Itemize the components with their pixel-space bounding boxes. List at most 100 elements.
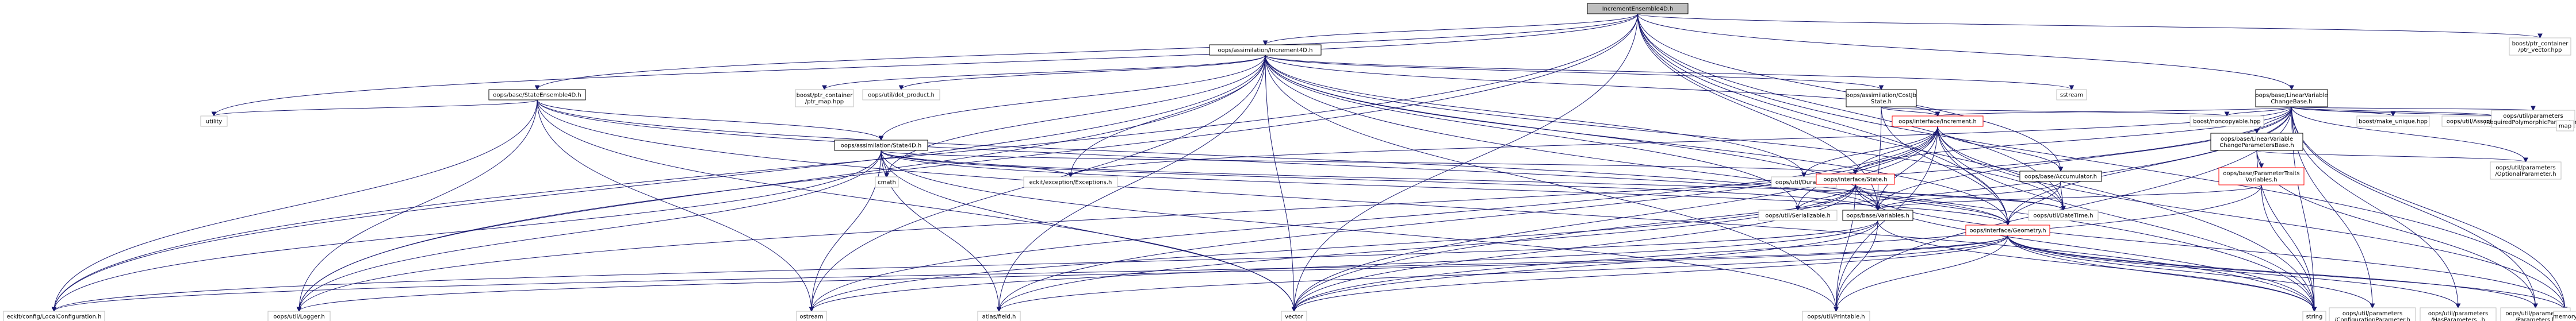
node-label: oops/util/Printable.h (1807, 314, 1865, 320)
node-istate[interactable]: oops/interface/State.h (1816, 173, 1895, 185)
edge-state4d-to-istate (881, 150, 1858, 175)
node-label: IncrementEnsemble4D.h (1602, 6, 1674, 13)
edge-se4d-to-ostream (537, 99, 814, 312)
node-label: oops/interface/Geometry.h (1969, 228, 2046, 234)
node-label: oops/util/Duration.h (1775, 180, 1832, 186)
node-box (796, 311, 827, 321)
node-box (3, 311, 105, 321)
node-label: oops/util/parameters (2495, 165, 2555, 171)
edge-istate-to-field (996, 184, 1856, 312)
node-label: oops/util/parameters (2505, 311, 2565, 317)
edge-geom-to-vector (1291, 235, 2008, 312)
node-label: oops/util/Serializable.h (1765, 213, 1831, 219)
node-label: oops/util/Logger.h (273, 314, 324, 320)
node-vars[interactable]: oops/base/Variables.h (1842, 210, 1913, 221)
edge-root-to-string (1637, 13, 2317, 312)
edge-geom-to-memory (2007, 235, 2568, 312)
node-string: string (2302, 311, 2326, 321)
node-label: eckit/config/LocalConfiguration.h (7, 314, 102, 320)
edge-ptvars-to-string (2261, 184, 2317, 312)
node-box (2556, 120, 2574, 132)
edge-iinc-to-duration (1801, 126, 1938, 178)
node-label: oops/base/StateEnsemble4D.h (493, 92, 581, 99)
edge-state4d-to-logger (296, 150, 882, 312)
edge-accum-to-geom (2005, 181, 2061, 226)
node-box (2356, 115, 2430, 127)
node-inc4d[interactable]: oops/assimilation/Increment4D.h (1209, 44, 1322, 56)
node-accum[interactable]: oops/base/Accumulator.h (2019, 171, 2102, 182)
node-label: oops/base/LinearVariable (2256, 92, 2328, 99)
node-label: oops/base/Accumulator.h (2024, 174, 2097, 180)
edge-root-to-lvcb (1637, 13, 2294, 91)
edge-inc4d-to-costjb (1265, 55, 1884, 91)
node-label: sstream (2060, 92, 2083, 99)
node-label: oops/assimilation/State4D.h (841, 143, 922, 149)
edge-lvcb-to-params (2291, 106, 2538, 309)
node-dotprod: oops/util/dot_product.h (862, 89, 940, 100)
edge-lvcb-to-iinc (1935, 106, 2292, 117)
node-ptrvec: boost/ptr_container/ptr_vector.hpp (2509, 37, 2571, 56)
node-lvcpb[interactable]: oops/base/LinearVariableChangeParameters… (2210, 133, 2303, 151)
node-box (2019, 171, 2102, 182)
node-makeuniq: boost/make_unique.hpp (2356, 115, 2430, 127)
node-se4d[interactable]: oops/base/StateEnsemble4D.h (488, 89, 586, 100)
edge-root-to-ptrvec (1637, 13, 2543, 39)
node-box (2490, 161, 2562, 180)
edge-se4d-to-state4d (537, 99, 884, 141)
node-box (2420, 307, 2497, 321)
edge-geom-to-hasparam (2007, 235, 2461, 309)
edge-state4d-to-printable (881, 150, 1839, 312)
node-box (200, 115, 228, 127)
edge-geom-to-field (996, 235, 2008, 312)
node-optparam: oops/util/parameters/OptionalParameter.h (2490, 161, 2562, 180)
node-label: Variables.h (2245, 177, 2277, 183)
node-label: State.h (1871, 99, 1892, 105)
node-ptrmap: boost/ptr_container/ptr_map.hpp (795, 89, 854, 107)
edge-iinc-to-accum (1937, 126, 2064, 172)
node-noncopy: boost/noncopyable.hpp (2190, 115, 2264, 127)
node-label: vector (1285, 314, 1304, 320)
node-sstream: sstream (2056, 89, 2087, 100)
node-box (1846, 89, 1917, 107)
edge-vars-to-string (1877, 220, 2317, 312)
node-box (2553, 311, 2576, 321)
edge-se4d-to-geom (537, 99, 2011, 226)
edge-geom-to-printable (1834, 235, 2008, 312)
node-state4d[interactable]: oops/assimilation/State4D.h (834, 140, 928, 151)
node-root[interactable]: IncrementEnsemble4D.h (1587, 3, 1689, 14)
edge-lvcb-to-noncopy (2224, 106, 2292, 117)
node-field: atlas/field.h (977, 311, 1021, 321)
node-label: map (2559, 123, 2571, 130)
edge-inc4d-to-sstream (1265, 55, 2074, 91)
node-box (1281, 311, 1307, 321)
node-vector: vector (1281, 311, 1307, 321)
edge-ptvars-to-vars (1875, 184, 2262, 211)
node-label: oops/interface/State.h (1823, 177, 1887, 183)
edge-istate-to-ostream (809, 184, 1856, 312)
edge-inc4d-to-dotprod (898, 55, 1266, 91)
node-label: /Parameters.h (2515, 317, 2555, 321)
node-box (1892, 115, 1984, 127)
node-label: boost/ptr_container (797, 92, 853, 99)
node-label: oops/util/parameters (2503, 113, 2563, 119)
node-box (1587, 3, 1689, 14)
node-label: oops/util/parameters (2428, 311, 2488, 317)
node-label: boost/make_unique.hpp (2359, 119, 2428, 125)
node-label: oops/base/Variables.h (1846, 213, 1909, 219)
edge-ptvars-to-vector (1291, 184, 2262, 312)
node-exceptions: eckit/exception/Exceptions.h (1023, 176, 1118, 188)
node-box (2255, 89, 2328, 107)
edge-geom-to-params (2007, 235, 2538, 309)
node-box (862, 89, 940, 100)
node-geom[interactable]: oops/interface/Geometry.h (1965, 225, 2050, 236)
node-box (834, 140, 928, 151)
node-box (267, 311, 331, 321)
node-iinc[interactable]: oops/interface/Increment.h (1892, 115, 1984, 127)
edge-vars-to-ostream (809, 220, 1878, 312)
node-confparam: oops/util/parameters/ConfigurationParame… (2329, 307, 2416, 321)
node-memory: memory (2553, 311, 2576, 321)
edge-state4d-to-geom (881, 150, 2011, 226)
